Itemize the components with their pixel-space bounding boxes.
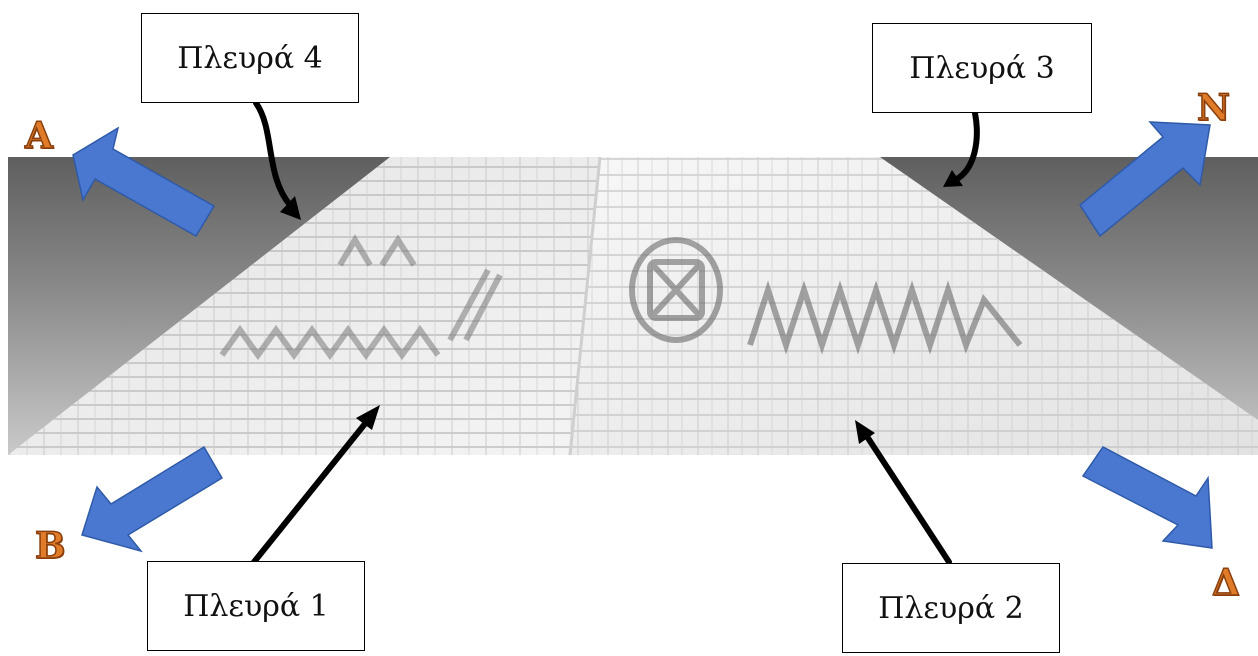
pointer-side1: [251, 417, 371, 565]
left-face-carving: [219, 234, 503, 361]
direction-label-west: Β: [34, 525, 66, 567]
label-side1: Πλευρά 1: [147, 561, 365, 651]
right-face-carving: [629, 237, 1023, 355]
pointer-side2: [865, 435, 952, 565]
pointer-side3: [952, 110, 980, 183]
arrow-up-right: [1079, 121, 1211, 238]
direction-label-east: Α: [24, 115, 53, 157]
arrow-up-left: [72, 126, 216, 238]
direction-label-north: Ν: [1196, 87, 1230, 129]
direction-label-south: Δ: [1211, 562, 1240, 604]
label-side2: Πλευρά 2: [842, 563, 1060, 653]
arrow-down-left: [81, 445, 224, 553]
pointer-side4: [253, 100, 293, 208]
label-side3: Πλευρά 3: [872, 23, 1092, 113]
label-side4: Πλευρά 4: [141, 13, 359, 103]
arrow-down-right: [1081, 446, 1213, 549]
